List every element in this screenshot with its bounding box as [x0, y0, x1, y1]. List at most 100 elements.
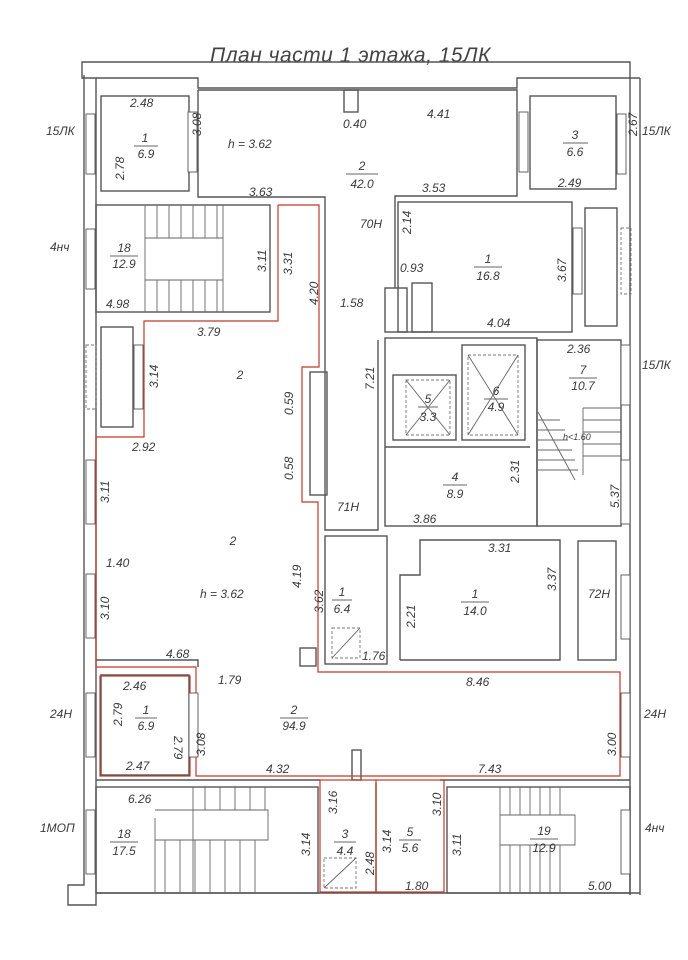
- plan-label: 2.14: [400, 210, 414, 235]
- plan-label: 4.68: [166, 647, 190, 661]
- room-label: 48.9: [443, 470, 467, 501]
- stairs: [144, 205, 621, 893]
- plan-label: 24Н: [643, 707, 666, 721]
- ceiling-height: h = 3.62: [200, 587, 244, 601]
- windows: [85, 111, 632, 875]
- plan-label: 3.31: [488, 541, 511, 555]
- plan-label: 2: [358, 159, 366, 173]
- plan-label: 15ЛК: [642, 358, 672, 372]
- plan-label: 2.48: [363, 851, 377, 876]
- plan-label: 7.43: [478, 762, 502, 776]
- plan-label: 3.3: [420, 410, 437, 424]
- plan-label: 3.14: [380, 829, 394, 853]
- plan-label: 18: [117, 241, 131, 255]
- plan-label: 1: [142, 131, 149, 145]
- plan-label: 5: [425, 392, 432, 406]
- plan-label: 3.11: [98, 481, 112, 503]
- plan-label: 3.11: [255, 250, 269, 272]
- plan-label: 2.46: [122, 679, 147, 693]
- plan-label: 70Н: [360, 217, 382, 231]
- plan-label: 8.9: [447, 487, 464, 501]
- plan-label: 2.79: [111, 702, 125, 727]
- plan-label: 1.58: [340, 296, 364, 310]
- plan-label: 1МОП: [40, 821, 75, 835]
- plan-label: 3.11: [450, 834, 464, 856]
- plan-label: 5: [407, 825, 414, 839]
- plan-label: 3.08: [194, 732, 208, 756]
- room-label: 36.6: [563, 128, 588, 159]
- plan-label: 3.10: [430, 792, 444, 816]
- plan-label: 0.58: [282, 456, 296, 480]
- corridor-label: 2: [229, 534, 237, 548]
- stair-height: h<1.60: [563, 432, 591, 442]
- plan-label: 10.7: [571, 379, 596, 393]
- plan-label: 4.41: [427, 107, 450, 121]
- plan-label: 14.0: [463, 604, 487, 618]
- room-label: 16.9: [135, 703, 157, 733]
- plan-label: 3.86: [413, 512, 437, 526]
- plan-title: План части 1 этажа, 15ЛК: [210, 44, 492, 67]
- plan-label: 24Н: [49, 707, 72, 721]
- plan-label: 3.67: [555, 257, 569, 282]
- tags: 15ЛК 15ЛК 4нч 70Н 15ЛК 71Н 72Н 24Н 24Н 1…: [40, 124, 672, 835]
- plan-label: 19: [537, 824, 551, 838]
- plan-label: 4.4: [337, 844, 354, 858]
- plan-label: 2.31: [508, 460, 522, 484]
- plan-label: 6.26: [128, 792, 152, 806]
- plan-label: 42.0: [350, 177, 374, 191]
- plan-label: 4.9: [488, 400, 505, 414]
- plan-label: 1: [339, 585, 346, 599]
- plan-label: 3.14: [147, 364, 161, 388]
- plan-label: 1: [485, 252, 492, 266]
- plan-label: 3.14: [299, 832, 313, 856]
- room-label: 53.3: [418, 392, 438, 424]
- plan-label: 1.80: [405, 879, 429, 893]
- plan-label: 5.6: [402, 841, 419, 855]
- plan-label: 3.37: [545, 566, 559, 591]
- plan-label: 1.40: [106, 556, 130, 570]
- room-label: 16.9: [134, 131, 158, 161]
- plan-label: 15ЛК: [642, 124, 672, 138]
- plan-label: 72Н: [588, 587, 610, 601]
- ceiling-height: h = 3.62: [228, 137, 272, 151]
- plan-label: 6: [493, 384, 500, 398]
- plan-label: 3.10: [98, 596, 112, 620]
- plan-label: 7.21: [363, 367, 377, 390]
- plan-label: 17.5: [112, 844, 136, 858]
- plan-label: 94.9: [282, 719, 306, 733]
- plan-label: 8.46: [466, 675, 490, 689]
- plan-label: 6.9: [138, 719, 155, 733]
- plan-label: 5.00: [588, 879, 612, 893]
- plan-label: 3.00: [605, 732, 619, 756]
- plan-label: 12.9: [532, 841, 556, 855]
- plan-label: 0.40: [343, 117, 367, 131]
- plan-label: 16.8: [476, 269, 500, 283]
- room-label: 19 12.9: [530, 824, 558, 855]
- plan-label: 4.19: [290, 564, 304, 588]
- room-label: 64.9: [484, 384, 508, 414]
- dimensions: 2.48 0.40 4.41 2.67 3.08 2.78 3.63 3.53 …: [98, 96, 640, 893]
- plan-label: 6.6: [567, 145, 584, 159]
- room-label: 114.0: [461, 587, 489, 618]
- plan-label: 6.4: [334, 602, 351, 616]
- plan-label: 3: [342, 827, 349, 841]
- plan-label: 4нч: [50, 240, 70, 254]
- room-label: 55.6: [399, 825, 421, 855]
- plan-label: 2.36: [566, 342, 591, 356]
- plan-label: 4.98: [106, 297, 130, 311]
- plan-label: 15ЛК: [46, 124, 76, 138]
- plan-label: 2.78: [113, 156, 127, 181]
- plan-label: 3.16: [326, 790, 340, 814]
- plan-label: 4.32: [266, 762, 290, 776]
- plan-label: 2: [290, 703, 298, 717]
- plan-label: 2.67: [626, 111, 640, 137]
- plan-label: 7: [580, 363, 588, 377]
- plan-label: 2.79: [171, 735, 185, 760]
- plan-label: 2.92: [131, 440, 156, 454]
- plan-label: 1: [472, 587, 479, 601]
- plan-label: 6.9: [138, 147, 155, 161]
- lift-shafts: [323, 354, 519, 889]
